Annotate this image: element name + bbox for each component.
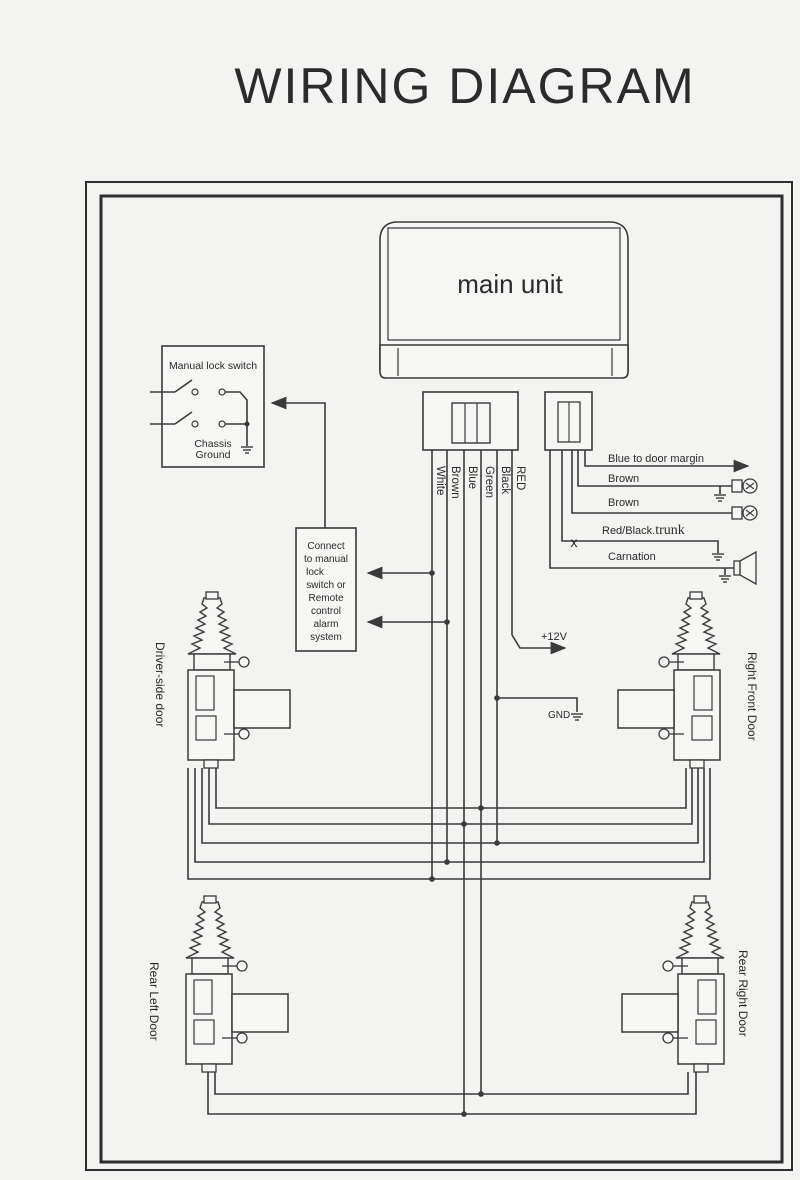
trunk-lamp-icon <box>711 505 758 561</box>
manual-lock-switch: Manual lock switch Chassis Ground <box>150 345 265 468</box>
outer-frame <box>85 181 793 1171</box>
side-label-blue-door-margin: Blue to door margin <box>608 453 704 465</box>
side-label-brown-1: Brown <box>608 473 639 485</box>
label-right-front-door: Right Front Door <box>745 652 759 741</box>
connect-line-7: alarm <box>313 619 338 630</box>
connect-line-1: Connect <box>307 541 344 552</box>
side-label-carnation: Carnation <box>608 551 656 563</box>
driver-side-door-actuator <box>187 591 291 769</box>
wire-label-brown: Brown <box>449 466 461 499</box>
manual-lock-switch-title: Manual lock switch <box>169 360 257 372</box>
connect-line-3: lock <box>306 567 325 578</box>
connect-line-5: Remote <box>308 593 343 604</box>
inner-frame <box>99 194 784 1164</box>
rear-right-door-actuator <box>621 895 725 1073</box>
connect-box: Connect to manual lock switch or Remote … <box>295 527 357 652</box>
chassis-ground-label-line2: Ground <box>195 449 230 461</box>
side-connector-wires <box>549 450 750 569</box>
chassis-ground-label-line1: Chassis <box>194 438 231 450</box>
label-rear-right-door: Rear Right Door <box>736 950 750 1037</box>
wire-label-green: Green <box>483 466 495 498</box>
connect-line-8: system <box>310 632 342 643</box>
rear-door-wires <box>207 1072 697 1117</box>
diagram-title: WIRING DIAGRAM <box>234 58 695 114</box>
main-unit-label: main unit <box>457 269 563 299</box>
wire-label-blue: Blue <box>466 466 478 489</box>
side-label-red-black-text: Red/Black. <box>602 525 655 537</box>
rear-left-door-actuator <box>185 895 289 1073</box>
main-unit: main unit <box>379 221 629 379</box>
plus12v-label: +12V <box>541 631 568 643</box>
wire-label-red: RED <box>514 466 526 490</box>
label-driver-side-door: Driver-side door <box>153 642 167 727</box>
connect-line-2: to manual <box>304 554 348 565</box>
wire-label-black: Black <box>499 466 511 494</box>
cut-mark: x <box>571 534 578 550</box>
siren-speaker-icon <box>718 550 757 586</box>
gnd-connection: GND <box>494 695 584 721</box>
connect-line-6: control <box>311 606 341 617</box>
wire-label-white: White <box>434 466 446 495</box>
front-door-wires <box>187 768 711 882</box>
side-label-red-black: Red/Black.trunk <box>602 523 685 538</box>
label-rear-left-door: Rear Left Door <box>147 962 161 1041</box>
gnd-label: GND <box>548 710 570 721</box>
main-harness-wires <box>431 450 513 1114</box>
side-label-trunk: trunk <box>655 523 685 538</box>
side-label-brown-2: Brown <box>608 497 639 509</box>
main-connector <box>422 391 519 451</box>
door-margin-lamp-icon <box>713 478 758 502</box>
connect-to-switch-arrow <box>270 396 326 528</box>
connect-line-4: switch or <box>306 580 346 591</box>
side-connector <box>544 391 593 451</box>
right-front-door-actuator <box>617 591 721 769</box>
plus12v-wire <box>511 634 567 655</box>
